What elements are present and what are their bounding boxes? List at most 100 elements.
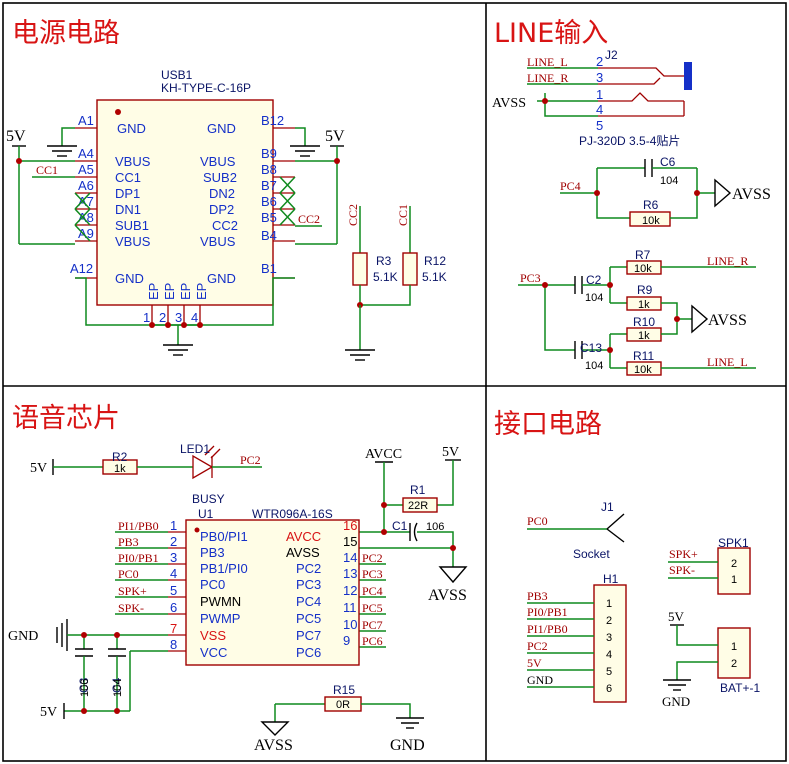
r15-avss: AVSS bbox=[254, 737, 293, 754]
power-wires bbox=[12, 127, 344, 356]
u1-pin-num-6: 6 bbox=[170, 600, 177, 615]
usb-pin-B9: B9 bbox=[261, 146, 277, 161]
r11-ref: R11 bbox=[633, 349, 654, 363]
r15-ref: R15 bbox=[333, 683, 355, 697]
r12-value: 5.1K bbox=[422, 270, 447, 284]
h1-ref: H1 bbox=[603, 572, 619, 586]
c4-ref: C4 bbox=[110, 677, 124, 693]
spk-pin-1: 1 bbox=[731, 574, 737, 586]
r1-ref: R1 bbox=[410, 483, 426, 497]
r2-value: 1k bbox=[114, 463, 126, 475]
u1-pin-name-pb3: PB3 bbox=[200, 545, 225, 560]
u1-pin-num-12: 12 bbox=[343, 583, 357, 598]
j2-net-line-l: LINE_L bbox=[527, 55, 568, 69]
u1-part: WTR096A-16S bbox=[252, 507, 333, 521]
u1-pin-name-pc7: PC7 bbox=[296, 628, 321, 643]
h1-pin-5: 5 bbox=[606, 666, 612, 678]
r3-net-cc2: CC2 bbox=[346, 204, 360, 226]
usb-name-dn2: DN2 bbox=[209, 186, 235, 201]
j2-pin-2: 2 bbox=[596, 54, 603, 69]
usb-name-vbus-r1: VBUS bbox=[200, 154, 236, 169]
bat-pin-1: 1 bbox=[731, 641, 737, 653]
c13-ref: C13 bbox=[580, 341, 602, 355]
usb-pin-A12: A12 bbox=[70, 261, 93, 276]
bat-body bbox=[717, 627, 751, 679]
u1-pin-name-pc6: PC6 bbox=[296, 645, 321, 660]
pc4-net: PC4 bbox=[560, 179, 581, 193]
r3-ref: R3 bbox=[376, 254, 392, 268]
u1-pin-num-9: 9 bbox=[343, 633, 350, 648]
spk-net-plus: SPK+ bbox=[669, 547, 698, 561]
u1-pin-name-pc4: PC4 bbox=[296, 594, 321, 609]
usb-ep-num-2: 2 bbox=[159, 310, 166, 325]
r12-body bbox=[402, 252, 418, 286]
net-cc2-label: CC2 bbox=[298, 212, 320, 226]
r1-body bbox=[402, 497, 438, 513]
r6-ref: R6 bbox=[643, 198, 659, 212]
u1-pin-num-14: 14 bbox=[343, 550, 357, 565]
bat-5v: 5V bbox=[668, 609, 685, 624]
c1-ref: C1 bbox=[392, 519, 408, 533]
r1-5v-label: 5V bbox=[442, 445, 459, 460]
c1-value: 106 bbox=[426, 521, 444, 533]
usb-name-gnd-l1: GND bbox=[117, 121, 146, 136]
u1-pin-num-13: 13 bbox=[343, 566, 357, 581]
mixer-net-line-l: LINE_L bbox=[707, 355, 748, 369]
j2-pin-3: 3 bbox=[596, 70, 603, 85]
usb-power-5v-left: 5V bbox=[6, 128, 26, 145]
u1-ref: U1 bbox=[198, 507, 214, 521]
j2-pin-4: 4 bbox=[596, 102, 603, 117]
u1-pin-num-16: 16 bbox=[343, 518, 357, 533]
u1-pin-name-avcc: AVCC bbox=[286, 529, 321, 544]
usb-pin-B6: B6 bbox=[261, 194, 277, 209]
usb-name-sub2: SUB2 bbox=[203, 170, 237, 185]
c2-value: 104 bbox=[585, 292, 603, 304]
usb-pin-B12: B12 bbox=[261, 113, 284, 128]
usb-pin-B1: B1 bbox=[261, 261, 277, 276]
usb-name-gnd-r1: GND bbox=[207, 121, 236, 136]
u1-pin-num-3: 3 bbox=[170, 550, 177, 565]
spk-pin-2: 2 bbox=[731, 558, 737, 570]
usb-pin-B7: B7 bbox=[261, 178, 277, 193]
h1-net-pc2: PC2 bbox=[527, 639, 548, 653]
h1-pin-3: 3 bbox=[606, 632, 612, 644]
usb-name-gnd-r2: GND bbox=[207, 271, 236, 286]
h1-net-5v: 5V bbox=[527, 656, 542, 670]
usb-pin-A4: A4 bbox=[78, 146, 94, 161]
r15-gnd: GND bbox=[390, 737, 425, 754]
j2-avss: AVSS bbox=[492, 96, 526, 111]
r9-value: 1k bbox=[638, 299, 650, 311]
usb-ep-3: EP bbox=[178, 283, 193, 300]
usb-name-cc2: CC2 bbox=[212, 218, 238, 233]
r10-ref: R10 bbox=[633, 315, 655, 329]
usb-part: KH-TYPE-C-16P bbox=[161, 81, 251, 95]
j2-part: PJ-320D 3.5-4贴片 bbox=[579, 134, 680, 148]
usb-name-vbus-l2: VBUS bbox=[115, 234, 151, 249]
usb-ep-1: EP bbox=[146, 283, 161, 300]
u1-net-pc3: PC3 bbox=[362, 567, 383, 581]
j2-pin-5: 5 bbox=[596, 118, 603, 133]
j2-net-line-r: LINE_R bbox=[527, 71, 568, 85]
c3-ref: C3 bbox=[77, 677, 91, 693]
r12-net-cc1: CC1 bbox=[396, 204, 410, 226]
usb-ep-pins bbox=[151, 305, 201, 325]
bat-gnd: GND bbox=[662, 694, 690, 709]
c2-ref: C2 bbox=[586, 273, 602, 287]
usb-ep-4: EP bbox=[194, 283, 209, 300]
u1-pin-name-pb0: PB0/PI1 bbox=[200, 529, 248, 544]
title-line-in: LINE输入 bbox=[494, 18, 608, 49]
u1-pin-num-4: 4 bbox=[170, 566, 177, 581]
r9-ref: R9 bbox=[637, 283, 653, 297]
u1-pin-name-pc0: PC0 bbox=[200, 577, 225, 592]
u1-pin-name-avss: AVSS bbox=[286, 545, 320, 560]
u1-net-pc7: PC7 bbox=[362, 618, 383, 632]
h1-net-pi1-pb0: PI1/PB0 bbox=[527, 622, 568, 636]
led1-value: BUSY bbox=[192, 492, 225, 506]
usb-connector: USB1 KH-TYPE-C-16P A1 A4 A5 A6 A7 A8 A9 … bbox=[70, 68, 295, 325]
pc3-net: PC3 bbox=[520, 271, 541, 285]
u1-net-pb3: PB3 bbox=[118, 535, 139, 549]
mixer-avss: AVSS bbox=[708, 312, 747, 329]
usb-pin-A6: A6 bbox=[78, 178, 94, 193]
h1-pin-6: 6 bbox=[606, 683, 612, 695]
